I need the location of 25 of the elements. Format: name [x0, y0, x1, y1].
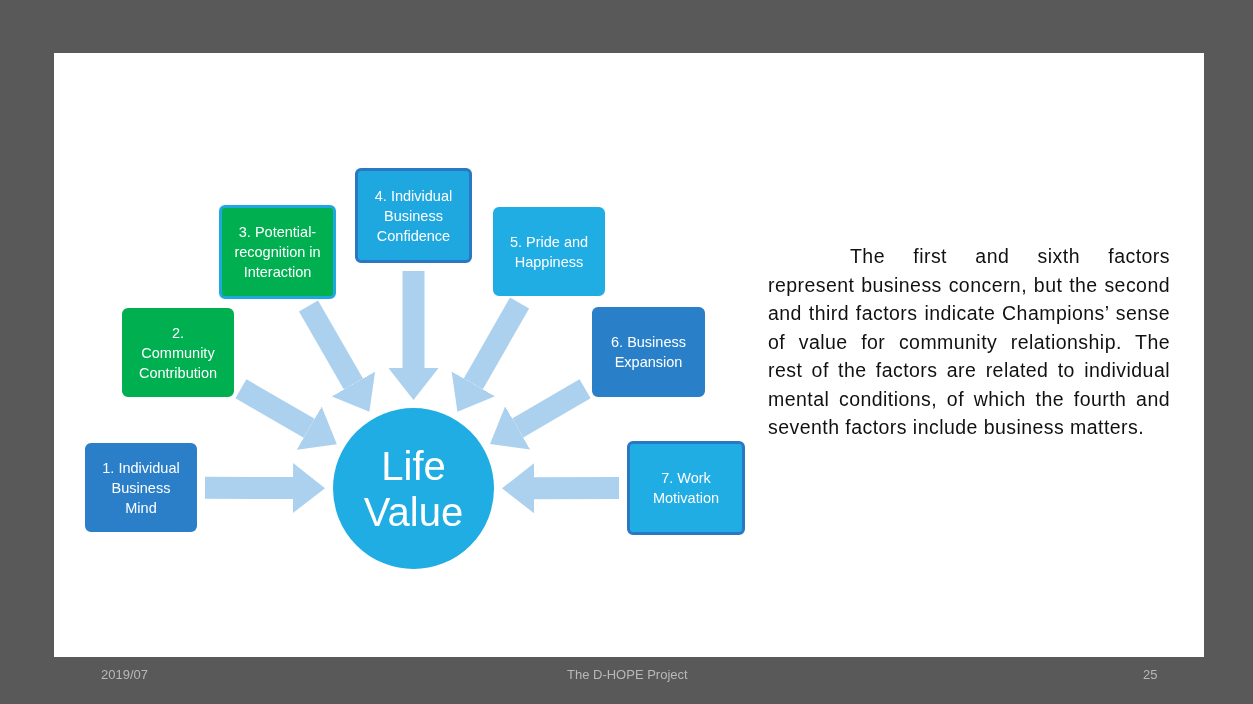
footer-title: The D-HOPE Project: [567, 667, 688, 682]
block-arrow: [388, 271, 439, 400]
block-arrow: [235, 379, 337, 450]
block-arrow: [490, 379, 591, 450]
factor-box: [627, 441, 745, 535]
block-arrow: [451, 297, 530, 412]
slide-number: 25: [1143, 667, 1158, 682]
node-text: 2. Community Contribution: [137, 323, 219, 383]
block-arrow: [298, 300, 376, 412]
node-text: 6. Business Expansion: [610, 333, 687, 372]
description-paragraph: The first and sixth factors represent business concern, but the second and third factors indicate Champions’ sense of value for community relationship. The rest of the factors are related to individual mental conditions, of which the fourth and seventh factors include business matters.: [768, 244, 1170, 440]
factor-box: [592, 307, 705, 397]
factor-box: [219, 205, 336, 299]
node-text: 7. Work Motivation: [651, 469, 721, 508]
factor-box: [355, 168, 472, 263]
node-text: Life Value: [362, 442, 465, 536]
node-text: 5. Pride and Happiness: [508, 232, 590, 272]
block-arrow: [204, 463, 325, 514]
node-text: 1. Individual Business Mind: [101, 458, 181, 518]
node-text: 4. Individual Business Confidence: [373, 186, 454, 246]
factor-box: [85, 443, 197, 532]
factor-box: [493, 207, 605, 296]
factor-box: [122, 308, 234, 397]
node-text: 3. Potential-recognition in Interaction: [233, 223, 322, 282]
footer-date: 2019/07: [101, 667, 148, 682]
